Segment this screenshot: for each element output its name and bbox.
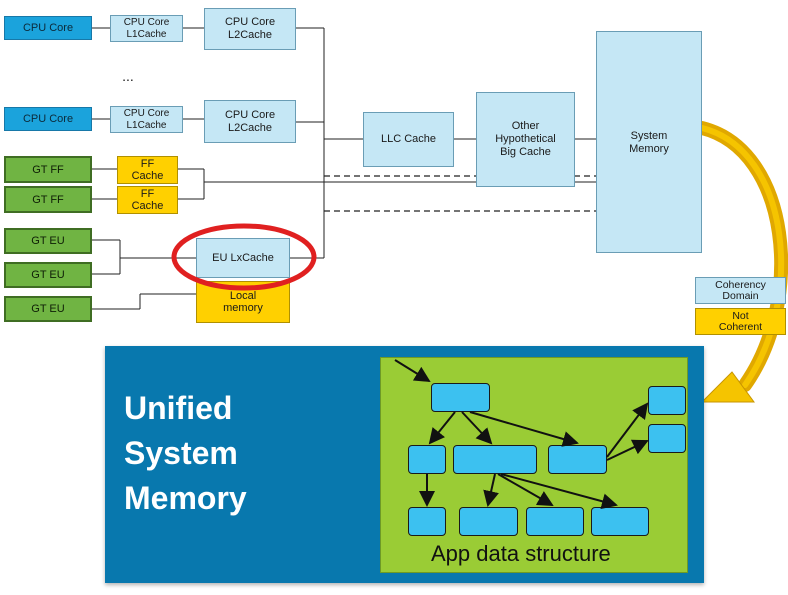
app-structure-caption: App data structure	[431, 541, 611, 566]
gt-eu-2: GT EU	[4, 262, 92, 288]
node-root	[431, 383, 490, 412]
node-e	[648, 424, 686, 453]
coherency-arrowhead	[700, 371, 755, 403]
gt-ff-2: GT FF	[4, 186, 92, 213]
node-g	[459, 507, 518, 536]
l2-cache-1: CPU Core L2Cache	[204, 8, 296, 50]
node-d	[648, 386, 686, 415]
cpu-core-2: CPU Core	[4, 107, 92, 131]
node-i	[591, 507, 649, 536]
l1-cache-1: CPU Core L1Cache	[110, 15, 183, 42]
l1-cache-2: CPU Core L1Cache	[110, 106, 183, 133]
hypothetical-big-cache: Other Hypothetical Big Cache	[476, 92, 575, 187]
usm-title: Unified System Memory	[124, 386, 247, 521]
gt-eu-3: GT EU	[4, 296, 92, 322]
node-a	[408, 445, 446, 474]
node-b	[453, 445, 537, 474]
ellipsis-text: ...	[122, 68, 134, 84]
ff-cache-1: FF Cache	[117, 156, 178, 184]
llc-cache: LLC Cache	[363, 112, 454, 167]
node-f	[408, 507, 446, 536]
usm-title-line-2: System	[124, 435, 238, 471]
usm-title-line-1: Unified	[124, 390, 233, 426]
ff-cache-2: FF Cache	[117, 186, 178, 214]
system-memory: System Memory	[596, 31, 702, 253]
l2-cache-2: CPU Core L2Cache	[204, 100, 296, 143]
gt-eu-1: GT EU	[4, 228, 92, 254]
gt-ff-1: GT FF	[4, 156, 92, 183]
legend-coherency-domain: Coherency Domain	[695, 277, 786, 304]
node-h	[526, 507, 584, 536]
usm-title-line-3: Memory	[124, 480, 247, 516]
legend-not-coherent: Not Coherent	[695, 308, 786, 335]
cpu-core-1: CPU Core	[4, 16, 92, 40]
